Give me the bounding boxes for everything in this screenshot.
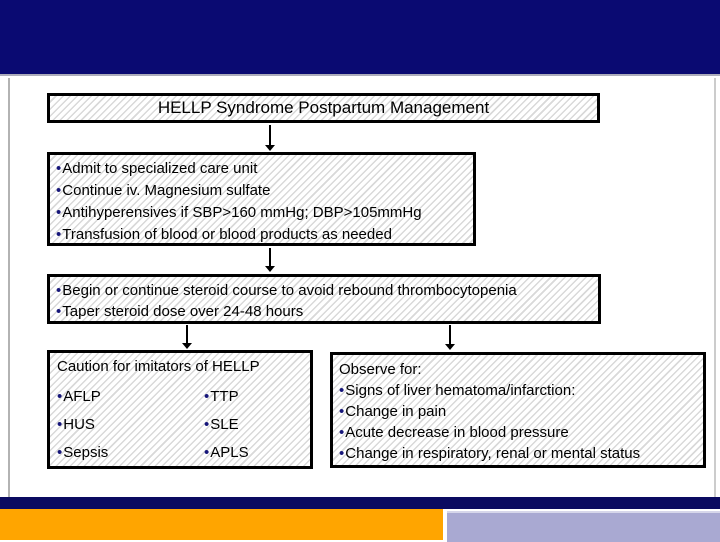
observe-box: Observe for: •Signs of liver hematoma/in… [330, 352, 706, 468]
imitators-row: •AFLP •TTP [57, 388, 306, 405]
bullet-glyph: • [57, 416, 63, 433]
bullet-glyph: • [56, 160, 62, 177]
bullet-text: APLS [210, 444, 249, 461]
title-box: HELLP Syndrome Postpartum Management [47, 93, 600, 123]
bullet-text: Continue iv. Magnesium sulfate [62, 182, 271, 199]
bullet-glyph: • [339, 382, 345, 399]
header-band [0, 0, 720, 76]
arrow-shaft [269, 248, 271, 266]
bullet-text: Sepsis [63, 444, 109, 461]
bullet-glyph: • [56, 204, 62, 221]
bullet-item: •Begin or continue steroid course to avo… [56, 280, 596, 301]
bullet-item: •HUS [57, 416, 95, 433]
bullet-item: •Antihyperensives if SBP>160 mmHg; DBP>1… [56, 202, 471, 224]
slide-title: HELLP Syndrome Postpartum Management [157, 98, 490, 117]
bullet-item: •Signs of liver hematoma/infarction: [339, 380, 701, 401]
bullet-glyph: • [56, 182, 62, 199]
bullet-text: Signs of liver hematoma/infarction: [345, 382, 576, 399]
arrow-down-icon [444, 325, 456, 350]
bullet-item: •Taper steroid dose over 24-48 hours [56, 301, 596, 322]
arrow-shaft [269, 125, 271, 145]
bullet-item: •Continue iv. Magnesium sulfate [56, 180, 471, 202]
bullet-glyph: • [339, 403, 345, 420]
bullet-item: •TTP [204, 388, 239, 405]
steroid-box: •Begin or continue steroid course to avo… [47, 274, 601, 324]
footer-orange-bar [0, 509, 443, 540]
bullet-item: •Admit to specialized care unit [56, 158, 471, 180]
bullet-text: Transfusion of blood or blood products a… [62, 226, 392, 243]
bullet-item: •Change in respiratory, renal or mental … [339, 443, 701, 464]
bullet-text: SLE [210, 416, 239, 433]
bullet-text: Taper steroid dose over 24-48 hours [62, 303, 304, 320]
arrow-head [265, 266, 275, 272]
bullet-glyph: • [56, 303, 62, 320]
slide-right-hairline [714, 78, 716, 497]
bullet-text: Admit to specialized care unit [62, 160, 258, 177]
bullet-glyph: • [56, 282, 62, 299]
bullet-item: •Transfusion of blood or blood products … [56, 224, 471, 246]
bullet-glyph: • [204, 388, 210, 405]
observe-heading: Observe for: [339, 361, 422, 378]
footer-lavender-bar [447, 511, 720, 542]
bullet-text: Acute decrease in blood pressure [345, 424, 569, 441]
bullet-glyph: • [339, 445, 345, 462]
bullet-text: HUS [63, 416, 95, 433]
bullet-item: •AFLP [57, 388, 101, 405]
arrow-head [445, 344, 455, 350]
bullet-glyph: • [204, 416, 210, 433]
bullet-text: Antihyperensives if SBP>160 mmHg; DBP>10… [62, 204, 422, 221]
bullet-item: •SLE [204, 416, 239, 433]
arrow-down-icon [264, 248, 276, 272]
bullet-item: •Change in pain [339, 401, 701, 422]
bullet-glyph: • [57, 388, 63, 405]
arrow-down-icon [181, 325, 193, 349]
bullet-glyph: • [204, 444, 210, 461]
imitators-box: Caution for imitators of HELLP •AFLP •TT… [47, 350, 313, 469]
bullet-text: AFLP [63, 388, 101, 405]
care-box: •Admit to specialized care unit •Continu… [47, 152, 476, 246]
bullet-item: •APLS [204, 444, 249, 461]
arrow-down-icon [264, 125, 276, 151]
imitators-heading: Caution for imitators of HELLP [57, 358, 260, 375]
arrow-head [182, 343, 192, 349]
arrow-shaft [186, 325, 188, 343]
slide-left-hairline [8, 78, 10, 497]
bullet-text: Begin or continue steroid course to avoi… [62, 282, 517, 299]
imitators-row: •HUS •SLE [57, 416, 306, 433]
bullet-text: TTP [210, 388, 239, 405]
bullet-item: •Sepsis [57, 444, 108, 461]
bullet-glyph: • [57, 444, 63, 461]
bullet-item: •Acute decrease in blood pressure [339, 422, 701, 443]
arrow-head [265, 145, 275, 151]
bullet-text: Change in respiratory, renal or mental s… [345, 445, 641, 462]
imitators-row: •Sepsis •APLS [57, 444, 306, 461]
arrow-shaft [449, 325, 451, 344]
bullet-glyph: • [56, 226, 62, 243]
bullet-text: Change in pain [345, 403, 447, 420]
bullet-glyph: • [339, 424, 345, 441]
footer-band [0, 497, 720, 509]
